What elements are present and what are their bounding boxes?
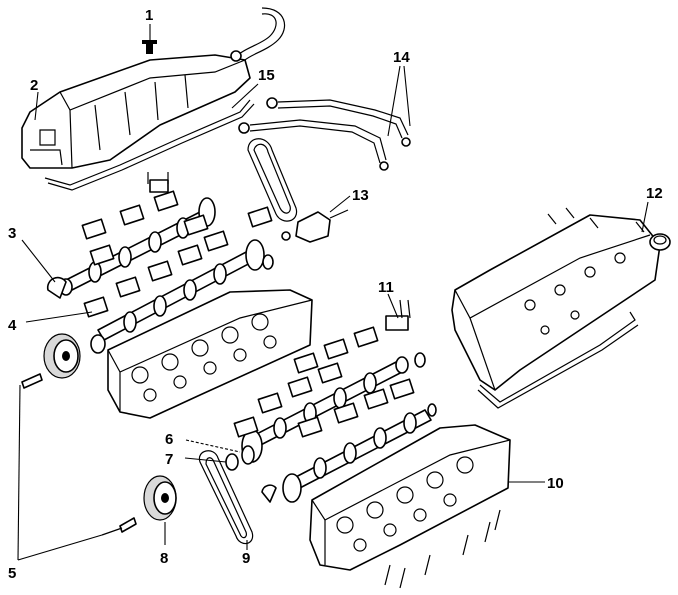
seal-7 <box>225 453 239 471</box>
left-cylinder-head-cover <box>21 54 251 169</box>
callout-2: 2 <box>30 77 38 94</box>
callout-3: 3 <box>8 225 16 242</box>
right-cylinder-head-cover <box>451 214 661 409</box>
bearing-caps-left <box>81 172 273 318</box>
callout-7: 7 <box>165 451 173 468</box>
right-cylinder-head <box>309 424 511 571</box>
camshaft-left-lower <box>97 239 274 341</box>
callout-5: 5 <box>8 565 16 582</box>
pulley-bolt-left <box>21 373 43 389</box>
callout-8: 8 <box>160 550 168 567</box>
left-cylinder-head <box>107 289 313 419</box>
callout-11: 11 <box>378 279 394 296</box>
callout-13: 13 <box>352 187 369 204</box>
oil-filler-cap <box>649 233 671 251</box>
callout-6: 6 <box>165 431 173 448</box>
pulley-bolt-right <box>101 517 137 536</box>
callout-labels: 1 2 3 4 5 6 7 8 9 10 11 12 13 14 15 <box>8 7 663 582</box>
camshaft-right-upper <box>241 356 409 463</box>
callout-10: 10 <box>547 475 564 492</box>
tensioner-13 <box>281 209 349 243</box>
timing-belt-lower <box>198 450 254 545</box>
leader-lines <box>17 24 649 561</box>
seal-6 <box>241 445 255 465</box>
callout-4: 4 <box>8 317 17 334</box>
camshaft-left-upper <box>59 197 216 296</box>
camshaft-right-lower <box>282 409 432 503</box>
callout-9: 9 <box>242 550 250 567</box>
oil-seal-left <box>46 276 67 299</box>
timing-belt-upper <box>247 138 298 222</box>
cover-gasket-left <box>44 99 255 191</box>
head-bolts-right <box>384 509 501 589</box>
callout-15: 15 <box>258 67 275 84</box>
cam-pulley-right <box>143 475 177 521</box>
oil-seal-right <box>261 352 437 503</box>
callout-1: 1 <box>145 7 153 24</box>
callout-14: 14 <box>393 49 410 66</box>
breather-hose-upper <box>230 7 286 62</box>
callout-12: 12 <box>646 185 663 202</box>
cover-bolt <box>142 40 157 54</box>
bearing-caps-right <box>233 299 415 438</box>
breather-hoses <box>238 97 411 171</box>
cam-pulley-left <box>43 333 106 379</box>
